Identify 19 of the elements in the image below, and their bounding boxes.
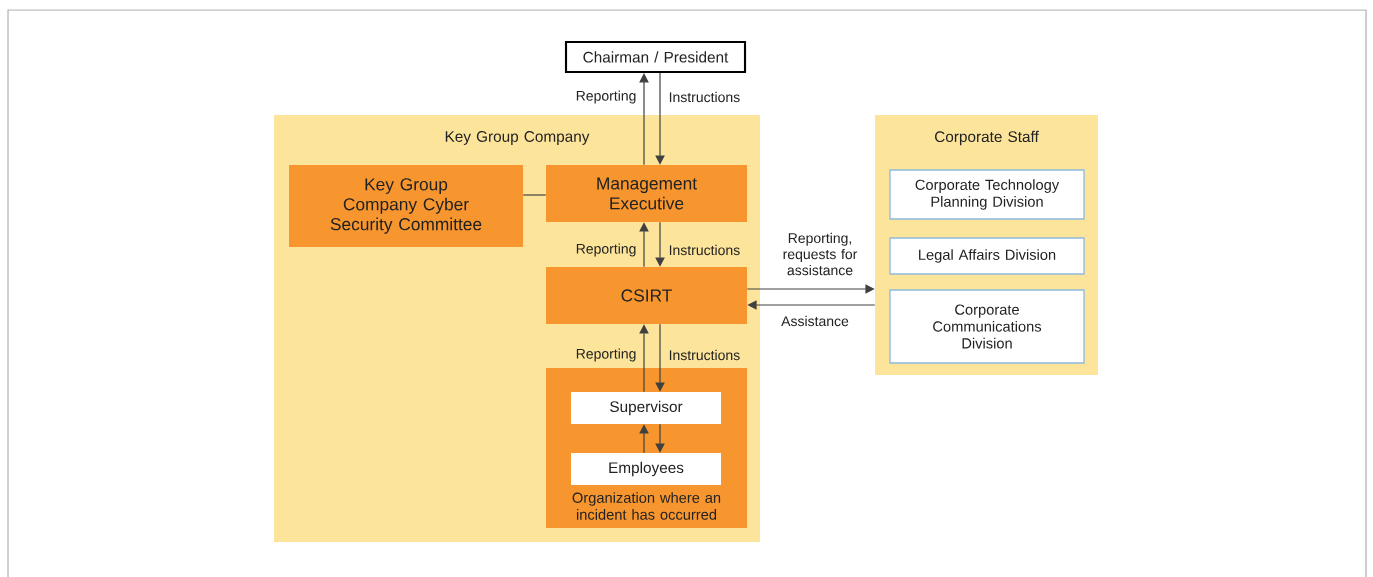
edge-label: Instructions <box>669 91 740 103</box>
connector-line <box>522 194 547 196</box>
person-box: Chairman / President <box>564 40 747 74</box>
edge-label: Instructions <box>669 244 740 256</box>
edge-label: Instructions <box>669 349 740 361</box>
division-box: Corporate Technology Planning Division <box>889 169 1085 220</box>
edge-label: Reporting <box>576 243 636 257</box>
edge-label: Reporting <box>576 348 636 362</box>
arrow <box>639 73 649 166</box>
division-box: Legal Affairs Division <box>889 237 1085 275</box>
edge-label: Assistance <box>781 315 849 327</box>
edge-label: Reporting, requests for assistance <box>783 232 858 276</box>
member-box: Employees <box>571 453 721 485</box>
division-box: Corporate Communications Division <box>889 289 1085 364</box>
unit-box: CSIRT <box>546 267 747 324</box>
edge-label: Reporting <box>576 90 636 104</box>
member-box: Supervisor <box>571 392 721 424</box>
unit-box: Management Executive <box>546 165 747 222</box>
unit-box: Key Group Company Cyber Security Committee <box>289 165 523 247</box>
